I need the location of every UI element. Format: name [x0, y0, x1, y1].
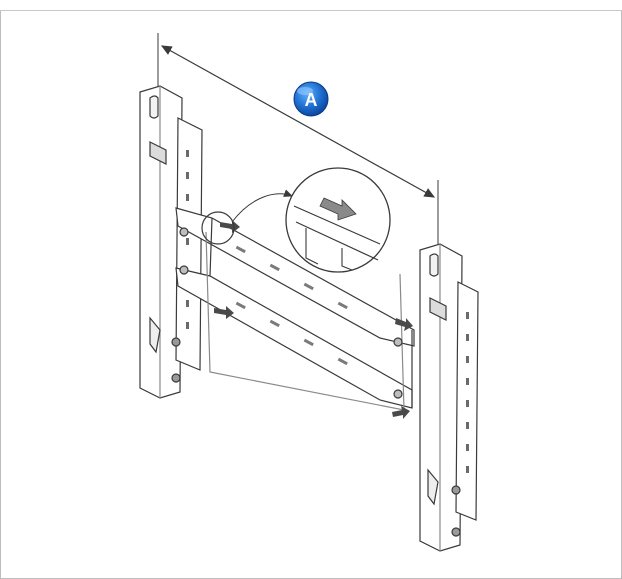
badge-a-icon: A — [293, 81, 329, 117]
magnifier-callout-icon — [201, 167, 391, 273]
plate-slots — [235, 245, 348, 366]
frame-top-edge — [0, 0, 622, 11]
slide-arrow-icon — [214, 220, 413, 419]
mounting-plate — [175, 207, 415, 411]
badge-label: A — [305, 90, 318, 110]
right-rail-holes — [466, 312, 469, 473]
left-rail-holes — [186, 150, 189, 329]
left-rail — [139, 85, 203, 399]
right-rail — [419, 243, 479, 552]
